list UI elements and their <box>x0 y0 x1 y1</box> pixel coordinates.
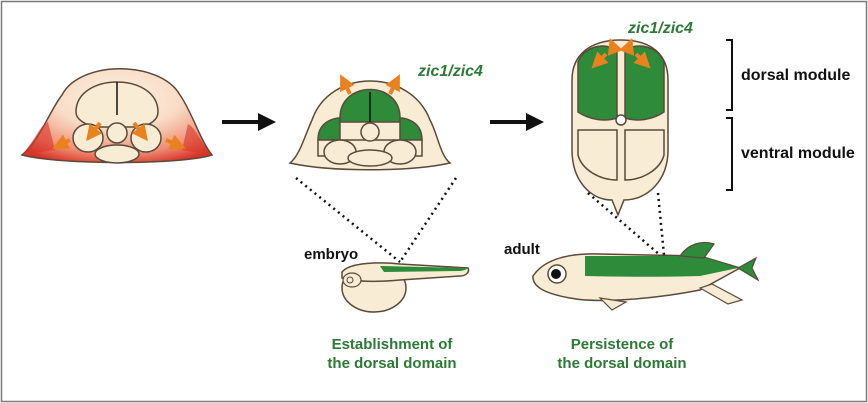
embryo-cross-section <box>290 80 450 170</box>
projection-line <box>658 193 664 255</box>
caption-establishment-line2: the dorsal domain <box>327 355 456 372</box>
gene-label-mid: zic1/zic4 <box>417 63 483 80</box>
caption-persistence-line2: the dorsal domain <box>557 355 686 372</box>
arrow-right-icon <box>490 113 544 131</box>
adult-label: adult <box>504 241 540 258</box>
caption-establishment-line1: Establishment of <box>332 336 454 353</box>
arrow-right-icon <box>222 113 276 131</box>
dorsal-bracket <box>726 40 732 110</box>
ventral-module-label: ventral module <box>741 145 855 162</box>
gene-label-right: zic1/zic4 <box>627 20 693 37</box>
adult-fish-illustration <box>533 243 758 311</box>
embryo-illustration <box>342 263 469 312</box>
early-cross-section <box>22 69 212 163</box>
projection-line <box>400 178 456 262</box>
signal-arrow-icon <box>612 44 615 52</box>
embryo-label: embryo <box>304 246 358 263</box>
projection-line <box>588 193 660 255</box>
adult-cross-section <box>572 40 668 215</box>
caption-persistence-line1: Persistence of <box>571 336 675 353</box>
ventral-bracket <box>726 118 732 190</box>
signal-arrow-icon <box>627 44 630 52</box>
dorsal-module-label: dorsal module <box>741 67 850 84</box>
